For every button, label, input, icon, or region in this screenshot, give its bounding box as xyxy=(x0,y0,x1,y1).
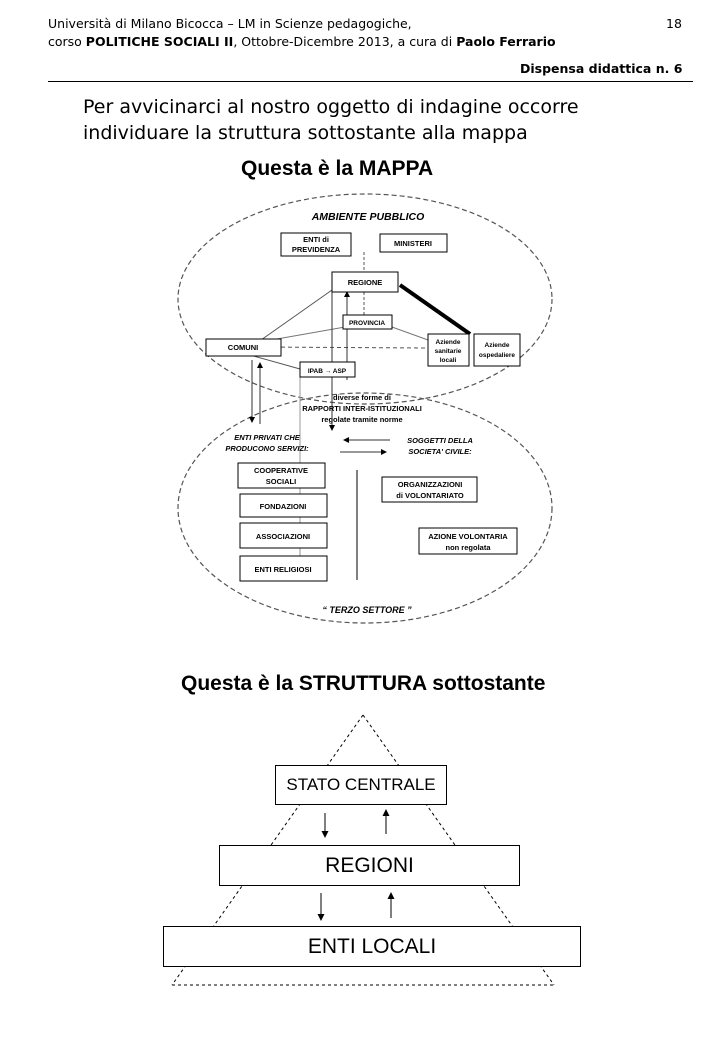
regioni-box: REGIONI xyxy=(219,845,520,886)
header-rule xyxy=(48,81,693,82)
cooperative-box xyxy=(237,462,326,489)
provincia-label: PROVINCIA xyxy=(349,320,385,327)
intro-line-1: Per avvicinarci al nostro oggetto di ind… xyxy=(83,96,579,118)
azione-label-2: non regolata xyxy=(445,543,491,552)
header-university: Università di Milano Bicocca – LM in Sci… xyxy=(48,16,412,31)
rapporti-label-3: regolate tramite norme xyxy=(321,415,402,424)
asl-label-2: sanitarie xyxy=(435,348,462,355)
ministeri-label: MINISTERI xyxy=(394,239,432,248)
volontariato-label-1: ORGANIZZAZIONI xyxy=(398,480,463,489)
intro-line-2: individuare la struttura sottostante all… xyxy=(83,122,528,144)
public-ellipse xyxy=(177,193,553,405)
societa-label-2: SOCIETA' CIVILE: xyxy=(408,447,472,456)
stato-centrale-box: STATO CENTRALE xyxy=(275,765,447,805)
header-prefix: corso xyxy=(48,34,86,49)
structure-title: Questa è la STRUTTURA sottostante xyxy=(181,672,546,695)
ipab-box xyxy=(299,361,356,378)
pyramid-left-edge xyxy=(171,714,364,986)
rapporti-label-2: RAPPORTI INTER-ISTITUZIONALI xyxy=(302,404,422,413)
azione-box xyxy=(418,527,518,555)
asl-box xyxy=(427,333,470,367)
ministeri-box xyxy=(379,233,448,253)
enti-previdenza-label-1: ENTI di xyxy=(303,235,329,244)
volontariato-label-2: di VOLONTARIATO xyxy=(396,491,464,500)
privati-label-2: PRODUCONO SERVIZI: xyxy=(225,444,309,453)
comuni-label: COMUNI xyxy=(228,343,258,352)
provincia-box xyxy=(342,314,393,330)
cooperative-label-1: COOPERATIVE xyxy=(254,466,308,475)
third-sector-ellipse xyxy=(177,392,553,624)
dispensa-text: Dispensa didattica n. 6 xyxy=(520,61,683,76)
asl-label-3: locali xyxy=(440,357,457,364)
header-author: Paolo Ferrario xyxy=(456,34,556,49)
structure-pyramid xyxy=(171,714,555,986)
enti-previdenza-label-2: PREVIDENZA xyxy=(292,245,341,254)
map-title: Questa è la MAPPA xyxy=(241,157,434,180)
comuni-box xyxy=(205,338,282,357)
enti-religiosi-box xyxy=(239,555,328,582)
ospedaliere-label-2: ospedaliere xyxy=(479,352,516,359)
header-course-name: POLITICHE SOCIALI II xyxy=(85,34,234,49)
asl-label-1: Aziende xyxy=(436,339,461,346)
regione-box xyxy=(331,271,399,293)
enti-religiosi-label: ENTI RELIGIOSI xyxy=(254,565,311,574)
ospedaliere-box xyxy=(473,333,521,367)
enti-locali-label: ENTI LOCALI xyxy=(307,934,437,958)
privati-label-1: ENTI PRIVATI CHE xyxy=(234,433,301,442)
fondazioni-box xyxy=(239,493,328,518)
cooperative-label-2: SOCIALI xyxy=(266,477,296,486)
pyramid-right-edge xyxy=(362,714,555,986)
stato-centrale-label: STATO CENTRALE xyxy=(286,775,436,794)
societa-label-1: SOGGETTI DELLA xyxy=(407,436,473,445)
ospedaliere-label-1: Aziende xyxy=(485,342,510,349)
page-number: 18 xyxy=(666,16,682,31)
azione-label-1: AZIONE VOLONTARIA xyxy=(428,532,508,541)
header-course-line-2: corso POLITICHE SOCIALI II, Ottobre-Dice… xyxy=(48,33,556,51)
ambiente-label: AMBIENTE PUBBLICO xyxy=(311,211,425,223)
terzo-settore-label: “ TERZO SETTORE ” xyxy=(322,605,412,615)
rapporti-label-1: diverse forme di xyxy=(333,393,391,402)
enti-locali-box: ENTI LOCALI xyxy=(163,926,581,967)
ipab-label: IPAB → ASP xyxy=(308,368,347,375)
map-diagram: AMBIENTE PUBBLICO ENTI di PREVIDENZA MIN… xyxy=(177,193,553,624)
intro-text: Per avvicinarci al nostro oggetto di ind… xyxy=(83,94,579,146)
fondazioni-label: FONDAZIONI xyxy=(260,502,307,511)
enti-previdenza-box xyxy=(280,232,352,257)
dispensa-label: Dispensa didattica n. 6 xyxy=(520,60,682,78)
volontariato-box xyxy=(381,476,478,503)
regioni-label: REGIONI xyxy=(325,853,414,877)
associazioni-box xyxy=(239,522,328,549)
header-course-line: Università di Milano Bicocca – LM in Sci… xyxy=(48,15,412,33)
header-dates: , Ottobre-Dicembre 2013, a cura di xyxy=(233,34,457,49)
regione-label: REGIONE xyxy=(348,278,383,287)
associazioni-label: ASSOCIAZIONI xyxy=(256,532,310,541)
